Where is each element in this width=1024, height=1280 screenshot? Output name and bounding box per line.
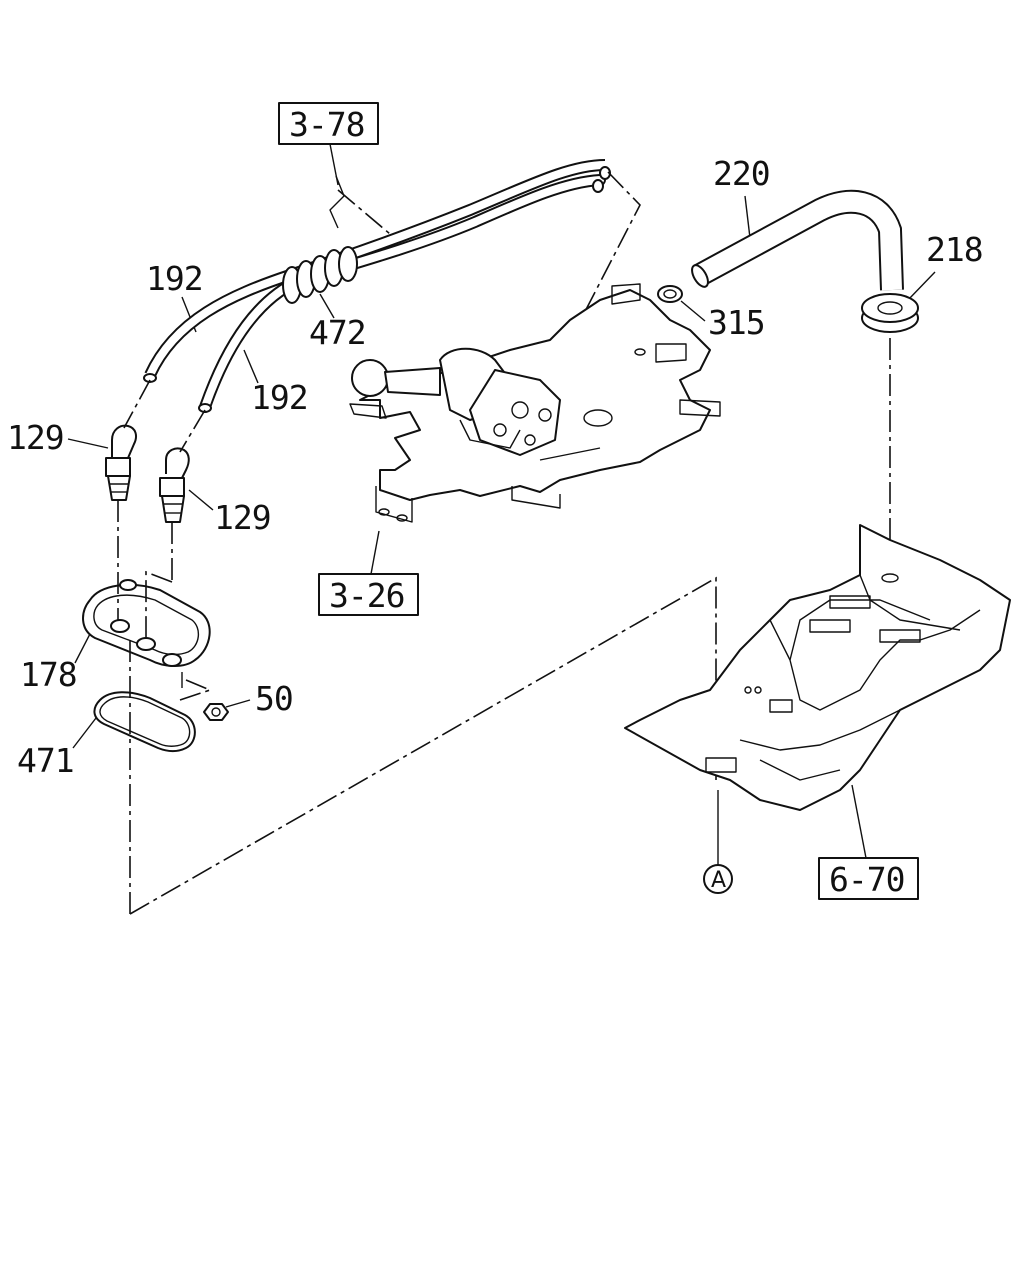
ref-6-70-label: 6-70 <box>829 860 904 899</box>
fitting-129-right[interactable] <box>159 447 190 523</box>
pipe-220[interactable] <box>689 189 904 291</box>
part-label-129-right: 129 <box>214 498 271 537</box>
part-label-315: 315 <box>708 303 765 342</box>
part-label-471: 471 <box>17 741 74 780</box>
circle-ref-a[interactable]: A <box>703 864 733 894</box>
ref-box-6-70[interactable]: 6-70 <box>818 857 919 900</box>
part-label-192-upper: 192 <box>146 259 203 298</box>
ref-3-78-label: 3-78 <box>289 105 364 144</box>
nut-50[interactable] <box>203 703 229 721</box>
ref-box-3-78[interactable]: 3-78 <box>278 102 379 145</box>
fuel-tank[interactable] <box>624 524 1011 811</box>
grommet-218[interactable] <box>861 293 919 333</box>
part-label-50: 50 <box>255 679 293 718</box>
band-472[interactable] <box>282 246 358 304</box>
valve-body[interactable] <box>351 347 561 456</box>
ref-box-3-26[interactable]: 3-26 <box>318 573 419 616</box>
fitting-129-left[interactable] <box>105 424 137 501</box>
part-label-178: 178 <box>20 655 77 694</box>
circle-ref-a-label: A <box>711 868 726 893</box>
part-label-129-left: 129 <box>7 418 64 457</box>
part-label-192-lower: 192 <box>251 378 308 417</box>
clip-315[interactable] <box>657 285 683 303</box>
ref-3-26-label: 3-26 <box>329 576 404 615</box>
part-label-218: 218 <box>926 230 983 269</box>
part-label-472: 472 <box>309 313 366 352</box>
gasket-471[interactable] <box>93 691 196 752</box>
hose-192-pair[interactable] <box>143 159 611 413</box>
part-label-220: 220 <box>713 154 770 193</box>
